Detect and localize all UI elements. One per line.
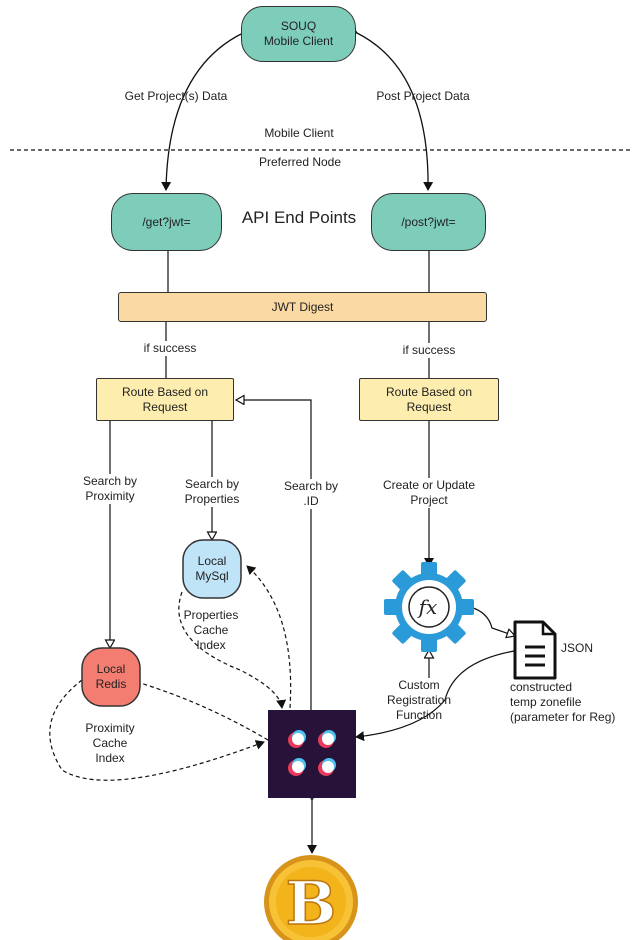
properties-cache-index-label: Properties Cache Index	[183, 608, 239, 652]
search-id-label: Search by .ID	[276, 479, 346, 509]
bitcoin-symbol: B	[286, 869, 337, 939]
bitcoin-icon[interactable]: B	[264, 855, 358, 940]
redis-blockstack-dashed	[129, 677, 278, 749]
mysql-to-blockstack-dashed	[178, 591, 287, 709]
proximity-cache-index-label: Proximity Cache Index	[85, 721, 135, 765]
post-endpoint-node[interactable]: /post?jwt=	[371, 193, 486, 251]
svg-text:fx: fx	[417, 595, 438, 619]
blockstack-icon[interactable]	[268, 710, 356, 798]
get-data-arrow	[166, 33, 243, 190]
redis-label: Local Redis	[95, 662, 127, 691]
document-icon[interactable]	[513, 620, 557, 680]
preferred-node-label: Preferred Node	[258, 155, 342, 169]
jwt-digest-node[interactable]: JWT Digest	[118, 292, 487, 322]
if-success-left-label: if success	[130, 341, 210, 356]
post-data-label: Post Project Data	[376, 89, 470, 103]
post-data-arrow	[357, 33, 428, 190]
custom-registration-label: Custom Registration Function	[386, 678, 452, 722]
route-left-node[interactable]: Route Based on Request	[96, 378, 234, 421]
api-end-points-title: API End Points	[241, 208, 357, 227]
json-to-blockstack-arrow	[355, 649, 521, 742]
blockstack-to-mysql-dashed	[246, 565, 292, 709]
mysql-label: Local MySql	[195, 554, 229, 583]
redis-node[interactable]	[81, 647, 141, 707]
blockstack-dot	[288, 730, 336, 776]
json-label: JSON	[561, 641, 594, 655]
souq-mobile-client-node[interactable]: SOUQ Mobile Client	[241, 6, 356, 62]
gear-to-json-arrow	[469, 606, 515, 636]
mysql-node[interactable]	[182, 539, 242, 599]
create-update-label: Create or Update Project	[372, 478, 486, 508]
search-proximity-label: Search by Proximity	[75, 474, 145, 504]
redis-loop-dashed	[49, 679, 265, 781]
get-endpoint-node[interactable]: /get?jwt=	[111, 193, 222, 251]
route-right-node[interactable]: Route Based on Request	[359, 378, 499, 421]
mobile-client-label: Mobile Client	[264, 126, 334, 140]
if-success-right-label: if success	[392, 343, 466, 358]
id-search-arrow	[236, 400, 311, 710]
get-data-label: Get Project(s) Data	[124, 89, 228, 103]
constructed-zonefile-label: constructed temp zonefile (parameter for…	[510, 680, 616, 724]
search-properties-label: Search by Properties	[172, 477, 252, 507]
fx-gear-icon[interactable]: fx	[384, 562, 474, 652]
